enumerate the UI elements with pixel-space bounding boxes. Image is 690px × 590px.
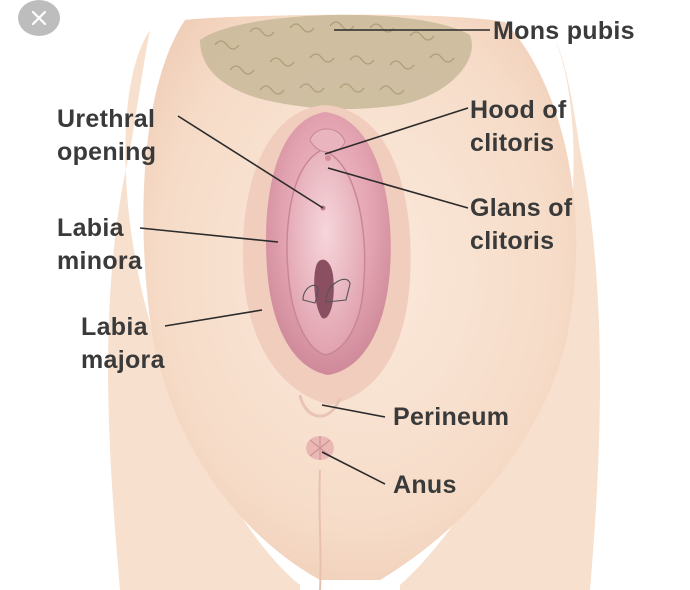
leader-hood-of-clitoris (324, 107, 469, 155)
gluteal-cleft (318, 469, 322, 590)
leader-labia-minora (139, 227, 279, 243)
pubic-hair (200, 14, 472, 110)
label-perineum-text: Perineum (393, 403, 510, 431)
label-hood-of-clitoris: Hood of clitoris (470, 94, 567, 160)
leader-labia-majora (164, 309, 263, 327)
clitoral-hood-shape (309, 128, 346, 153)
leader-perineum (321, 404, 386, 418)
sketch-marks (302, 278, 351, 304)
glans-dot (325, 155, 331, 161)
thigh-right (400, 40, 600, 590)
label-urethral-opening-line2: opening (57, 138, 157, 166)
label-urethral-opening: Urethral opening (57, 103, 156, 169)
labia-minora-shape (286, 149, 366, 356)
leader-glans-of-clitoris (327, 167, 469, 209)
label-anus-text: Anus (393, 471, 457, 499)
close-button[interactable] (18, 0, 60, 36)
perineum-shadow (298, 394, 342, 418)
label-mons-pubis-text: Mons pubis (493, 17, 635, 45)
anus-folds (309, 436, 331, 460)
leader-anus (321, 451, 386, 485)
label-anus: Anus (393, 469, 457, 502)
label-glans-of-clitoris: Glans of clitoris (470, 192, 572, 258)
label-mons-pubis: Mons pubis (493, 15, 635, 48)
label-urethral-opening-line1: Urethral (57, 105, 156, 133)
label-labia-majora: Labia majora (81, 311, 165, 377)
thigh-left (108, 30, 300, 590)
label-labia-minora-line2: minora (57, 247, 143, 275)
vaginal-opening-shape (314, 259, 334, 319)
close-icon (31, 10, 47, 26)
label-perineum: Perineum (393, 401, 509, 434)
label-labia-minora: Labia minora (57, 212, 142, 278)
label-hood-of-clitoris-line1: Hood of (470, 96, 567, 124)
leader-urethral-opening (177, 115, 324, 209)
label-labia-majora-line1: Labia (81, 313, 148, 341)
label-glans-of-clitoris-line1: Glans of (470, 194, 573, 222)
label-hood-of-clitoris-line2: clitoris (470, 129, 555, 157)
label-labia-majora-line2: majora (81, 346, 165, 374)
hair-texture (214, 21, 455, 95)
label-labia-minora-line1: Labia (57, 214, 124, 242)
leader-lines (139, 29, 490, 485)
label-glans-of-clitoris-line2: clitoris (470, 227, 555, 255)
